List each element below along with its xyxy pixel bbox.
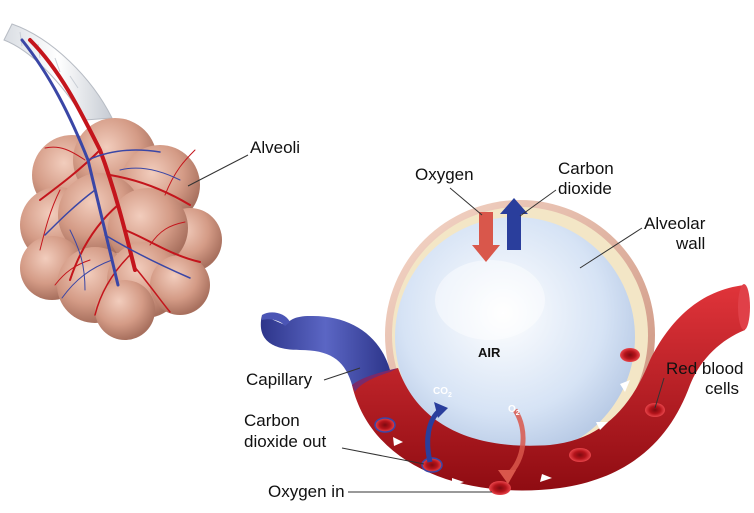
capillary-vessel xyxy=(260,284,750,495)
alveoli-arteries xyxy=(28,38,201,316)
capillary-leader-line xyxy=(323,367,361,381)
alveolar-wall-label-line1: Alveolar xyxy=(644,214,706,233)
alveoli-cluster-illustration xyxy=(3,23,222,340)
o2-exchange-arrow xyxy=(498,408,526,484)
red-blood-cells-leader-line xyxy=(654,377,665,409)
oxygen-arrow xyxy=(472,212,500,262)
co2-out-leader-line xyxy=(341,447,425,465)
capillary-label: Capillary xyxy=(246,370,313,389)
capillary-red-segment xyxy=(352,285,745,491)
red-blood-cells-label-line1: Red blood xyxy=(666,359,744,378)
alveolar-wall-label-line2: wall xyxy=(675,234,705,253)
o2-mark: O2 xyxy=(508,404,520,417)
oxygen-label: Oxygen xyxy=(415,165,474,184)
alveolus-illustration xyxy=(385,200,655,470)
alveoli-veins xyxy=(20,38,191,299)
carbon-dioxide-label-line1: Carbon xyxy=(558,159,614,178)
carbon-dioxide-leader-line xyxy=(519,189,557,217)
red-blood-cells xyxy=(374,348,665,495)
air-space xyxy=(395,217,635,457)
alveolar-sacs xyxy=(20,118,222,340)
capillary-blue-segment xyxy=(260,315,390,385)
co2-mark: CO2 xyxy=(433,386,452,399)
carbon-dioxide-label-line2: dioxide xyxy=(558,179,612,198)
oxygen-leader-line xyxy=(449,187,483,216)
co2-out-label-line1: Carbon xyxy=(244,411,300,430)
alveoli-leader-line xyxy=(187,154,249,187)
blood-flow-arrows xyxy=(393,380,630,486)
co2-exchange-arrow xyxy=(425,402,448,463)
alveoli-label: Alveoli xyxy=(250,138,300,157)
carbon-dioxide-arrow xyxy=(500,198,528,250)
oxygen-in-label: Oxygen in xyxy=(268,482,345,501)
air-label: AIR xyxy=(478,345,501,360)
red-blood-cells-label-line2: cells xyxy=(705,379,739,398)
co2-out-label-line2: dioxide out xyxy=(244,432,327,451)
alveolar-wall-leader-line xyxy=(579,227,643,269)
